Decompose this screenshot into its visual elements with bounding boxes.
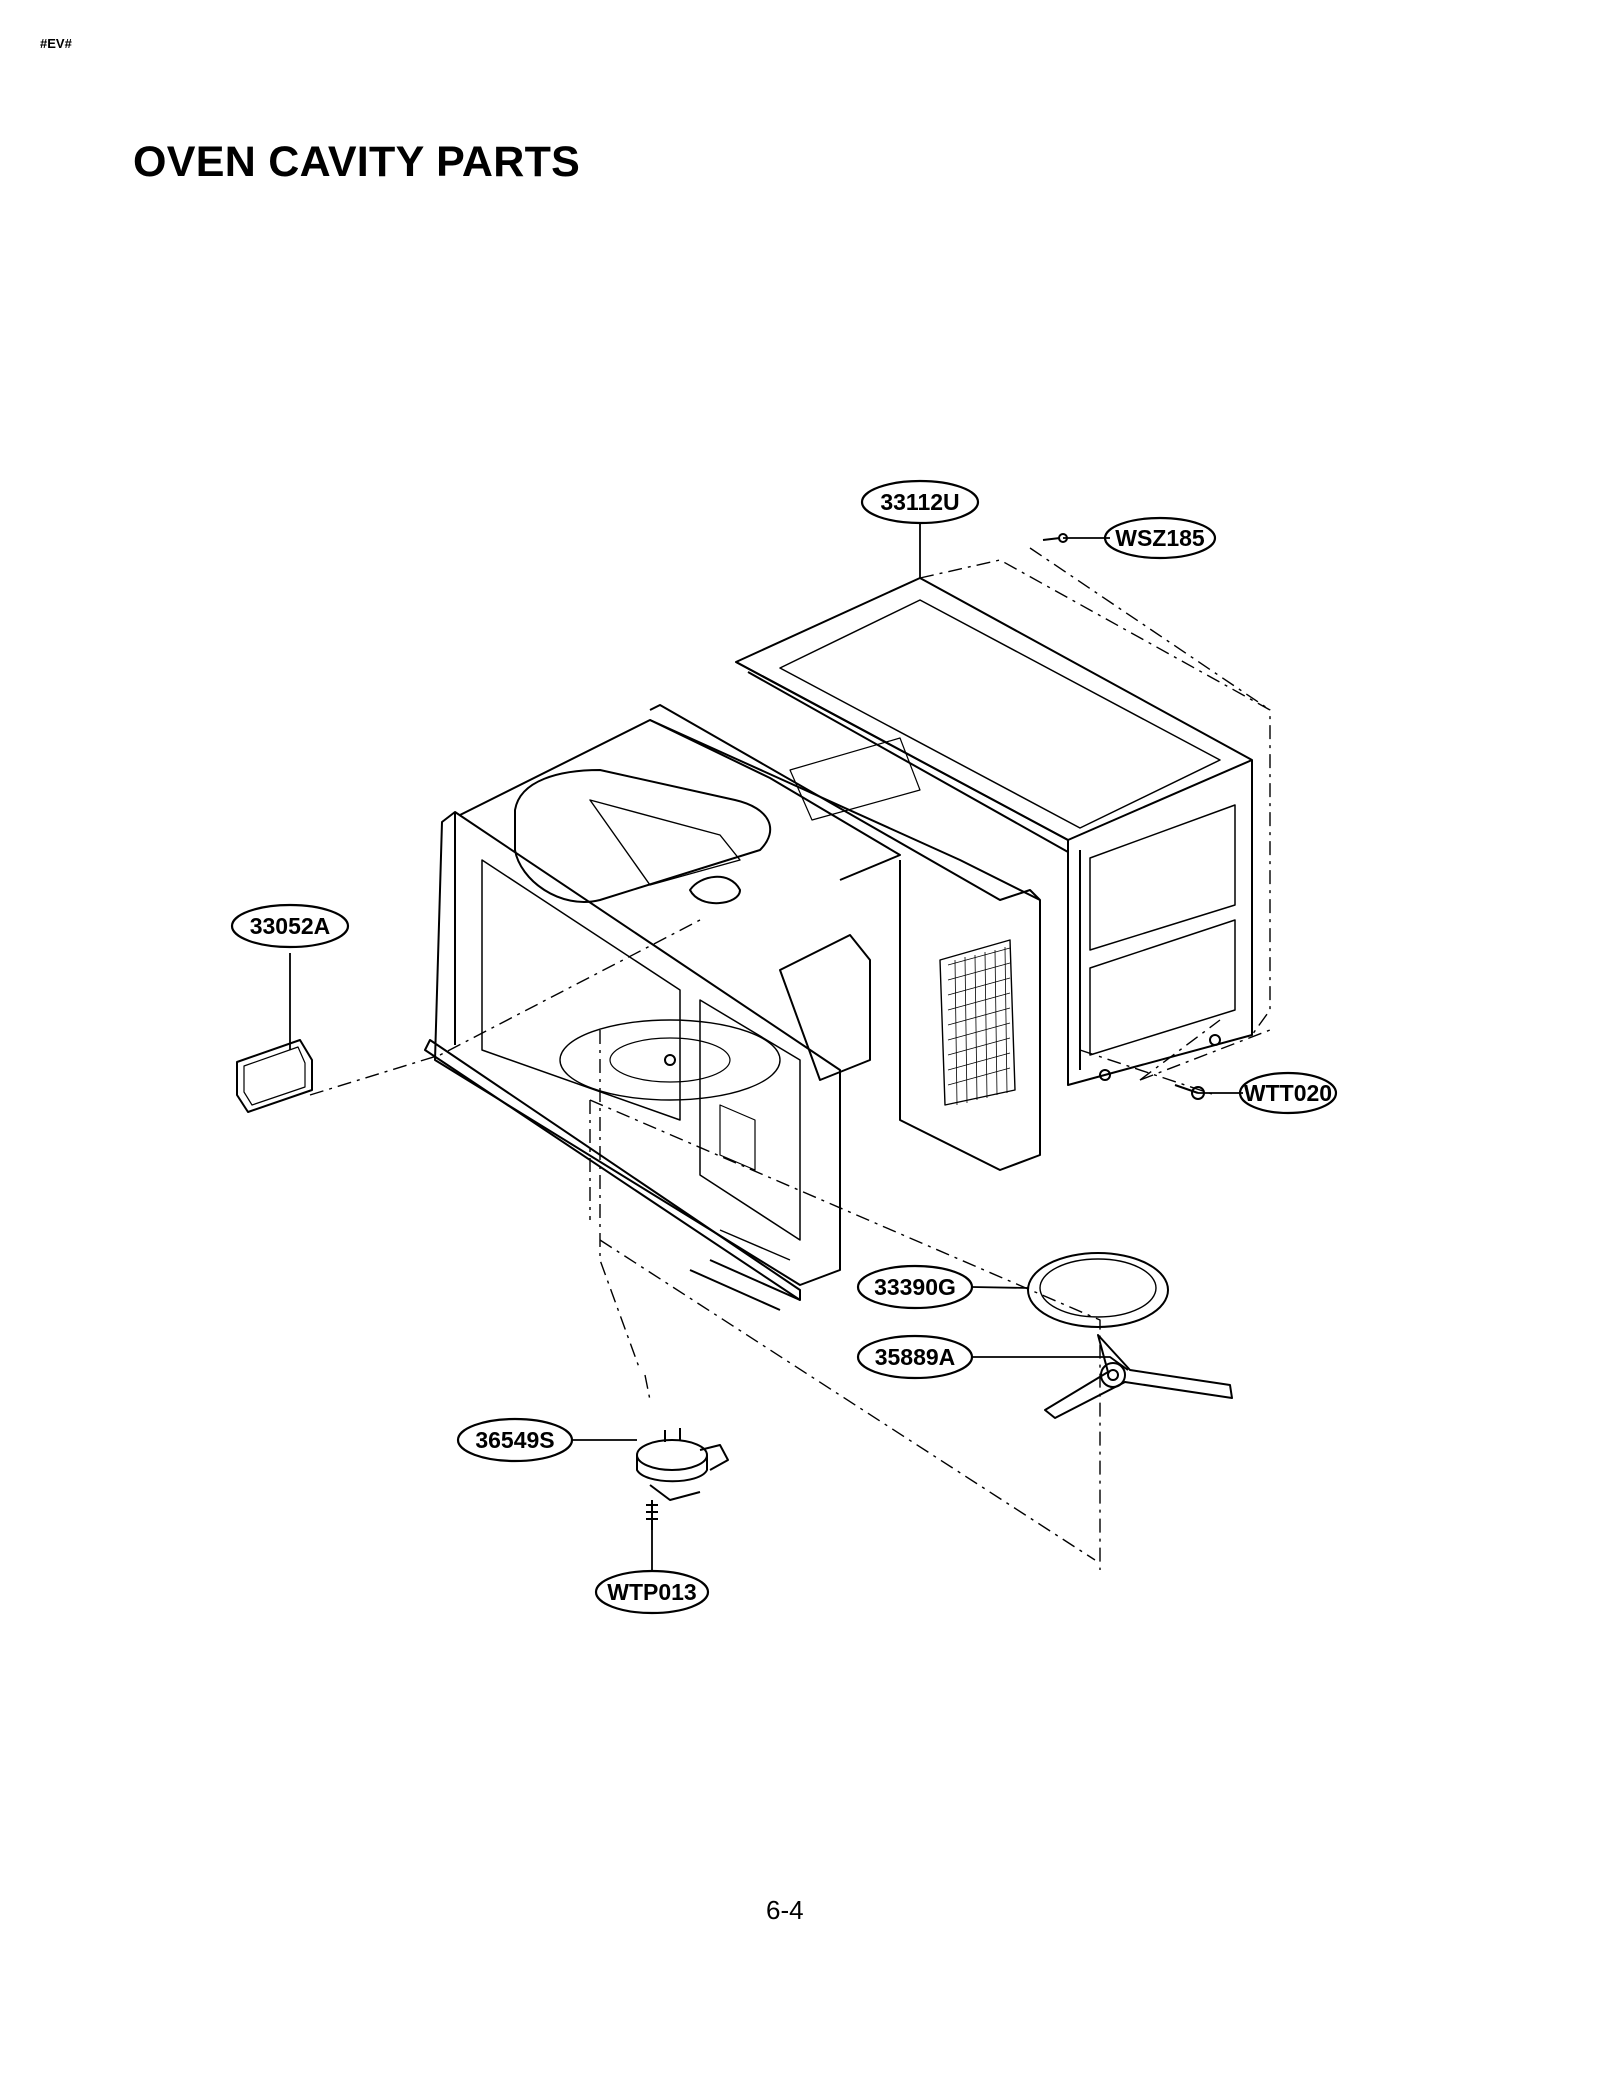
label-33052A: 33052A <box>250 913 331 939</box>
label-36549S: 36549S <box>475 1427 554 1453</box>
glass-tray-33390G <box>1027 1252 1169 1328</box>
vent-mesh <box>947 946 1011 1106</box>
screw-WTT020 <box>1174 1084 1205 1100</box>
label-WTP013: WTP013 <box>607 1579 696 1605</box>
label-33112U: 33112U <box>880 489 959 515</box>
callout-ovals <box>230 479 1338 1615</box>
label-33390G: 33390G <box>874 1274 956 1300</box>
page-title: OVEN CAVITY PARTS <box>133 138 581 186</box>
cavity-assembly <box>424 704 1041 1311</box>
leader-lines <box>289 522 1243 1570</box>
outer-cabinet <box>735 577 1253 1086</box>
page-number: 6-4 <box>766 1895 804 1925</box>
cover-33052A <box>236 1039 313 1113</box>
motor-36549S <box>636 1428 729 1501</box>
label-WTT020: WTT020 <box>1244 1080 1332 1106</box>
screw-WTP013 <box>646 1500 658 1530</box>
label-WSZ185: WSZ185 <box>1115 525 1205 551</box>
document-code: #EV# <box>40 36 72 51</box>
roller-35889A <box>1044 1334 1233 1419</box>
label-35889A: 35889A <box>875 1344 956 1370</box>
phantom-lines <box>309 547 1271 1570</box>
